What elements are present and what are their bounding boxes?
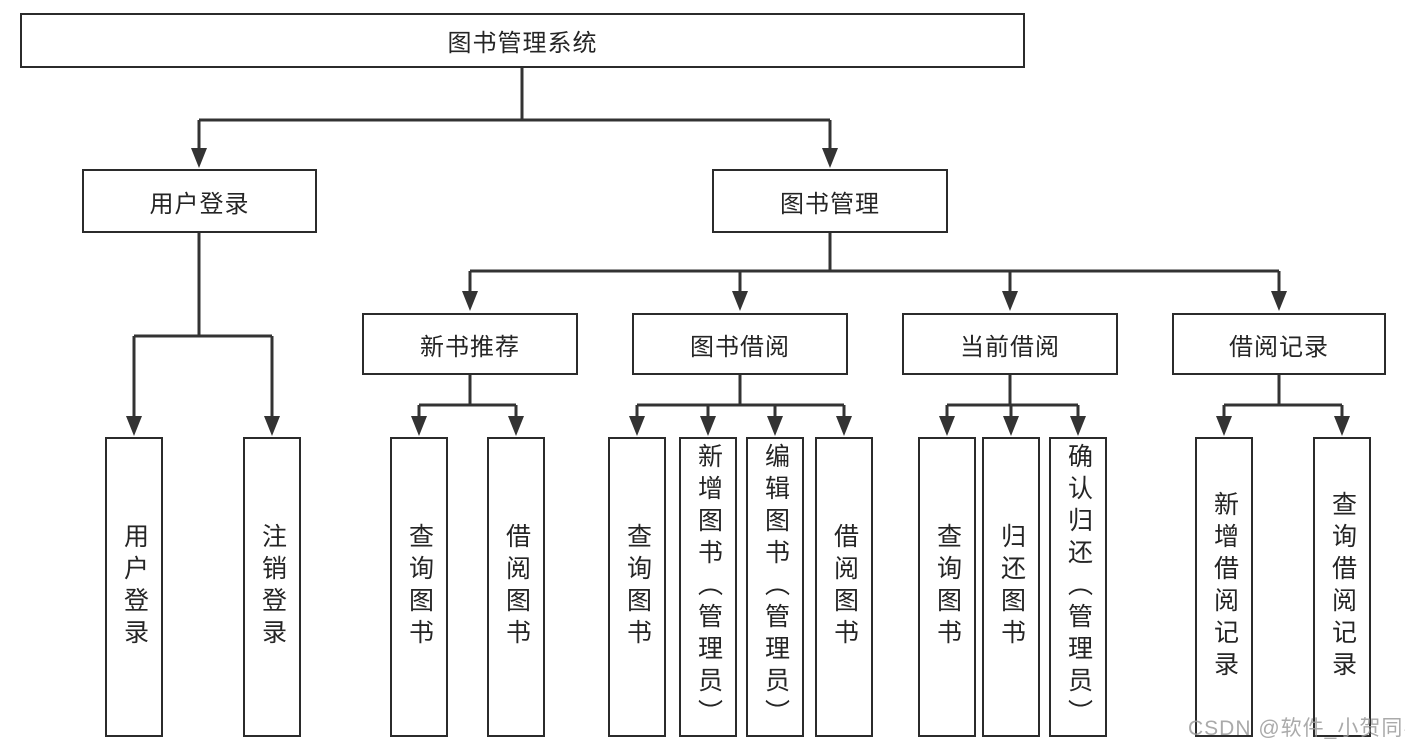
leaf-add-books-admin: 新增图书（管理员）	[679, 437, 737, 737]
node-label: 查询借阅记录	[1328, 491, 1357, 683]
leaf-query-books-borrowing: 查询图书	[608, 437, 666, 737]
node-label: 借阅图书	[830, 523, 859, 651]
leaf-return-books: 归还图书	[982, 437, 1040, 737]
node-label: 图书管理系统	[447, 30, 598, 57]
leaf-confirm-return-admin: 确认归还（管理员）	[1049, 437, 1107, 737]
node-user-login: 用户登录	[82, 169, 317, 233]
node-label: 查询图书	[623, 523, 652, 651]
node-label: 新增图书（管理员）	[694, 443, 723, 731]
leaf-user-login: 用户登录	[105, 437, 163, 737]
node-label: 借阅记录	[1229, 333, 1329, 361]
node-label: 编辑图书（管理员）	[761, 443, 790, 731]
leaf-query-borrow-record: 查询借阅记录	[1313, 437, 1371, 737]
arrowheads	[126, 148, 1350, 436]
node-label: 用户登录	[149, 190, 250, 218]
node-current-borrowing: 当前借阅	[902, 313, 1118, 375]
node-label: 新书推荐	[420, 333, 520, 361]
leaf-borrow-books: 借阅图书	[815, 437, 873, 737]
node-new-book-recommend: 新书推荐	[362, 313, 578, 375]
node-label: 查询图书	[933, 523, 962, 651]
leaf-add-borrow-record: 新增借阅记录	[1195, 437, 1253, 737]
node-label: 新增借阅记录	[1210, 491, 1239, 683]
leaf-logout: 注销登录	[243, 437, 301, 737]
node-label: 图书管理	[780, 190, 880, 218]
leaf-edit-books-admin: 编辑图书（管理员）	[746, 437, 804, 737]
node-label: 借阅图书	[502, 523, 531, 651]
node-borrowing-records: 借阅记录	[1172, 313, 1386, 375]
leaf-query-books-current: 查询图书	[918, 437, 976, 737]
node-label: 确认归还（管理员）	[1064, 443, 1093, 731]
node-book-borrowing: 图书借阅	[632, 313, 848, 375]
node-label: 用户登录	[120, 523, 149, 651]
node-label: 当前借阅	[960, 333, 1060, 361]
leaf-query-books-recommend: 查询图书	[390, 437, 448, 737]
csdn-watermark: CSDN @软件_小贺同学	[1188, 717, 1405, 740]
leaf-borrow-books-recommend: 借阅图书	[487, 437, 545, 737]
node-library-management-system: 图书管理系统	[20, 13, 1025, 68]
node-book-management: 图书管理	[712, 169, 948, 233]
node-label: 查询图书	[405, 523, 434, 651]
node-label: 注销登录	[258, 523, 287, 651]
node-label: 归还图书	[997, 523, 1026, 651]
node-label: 图书借阅	[690, 333, 790, 361]
